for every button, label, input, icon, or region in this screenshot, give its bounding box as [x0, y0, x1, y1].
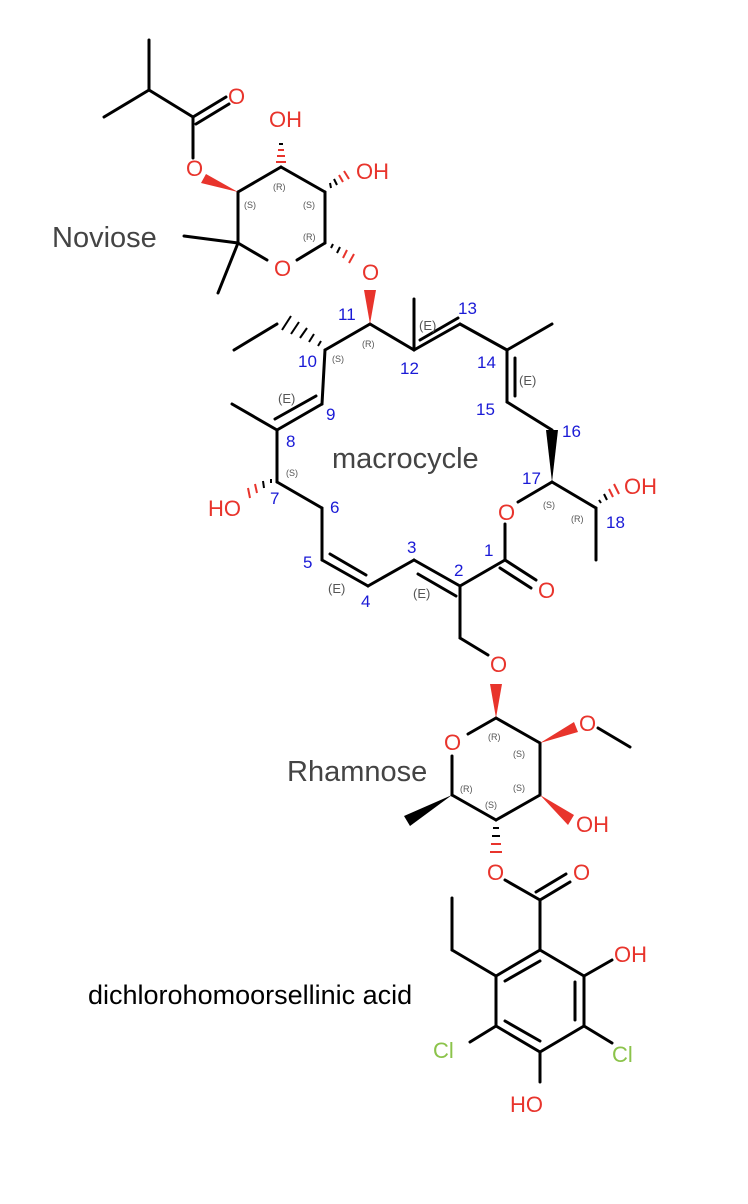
stereo-noviose-r2: (R)	[303, 232, 316, 242]
stereo-c7: (S)	[286, 468, 298, 478]
stereo-c8-c9: (E)	[278, 391, 295, 406]
locant-17: 17	[522, 469, 541, 488]
atom-oh-c18: OH	[624, 474, 657, 499]
atom-o-aryl-carbonyl: O	[573, 860, 590, 885]
stereo-c17: (S)	[543, 500, 555, 510]
atom-o-ch2: O	[490, 652, 507, 677]
locant-1: 1	[484, 541, 493, 560]
stereo-noviose-r1: (R)	[273, 182, 286, 192]
stereo-c10: (S)	[332, 354, 344, 364]
atom-o-rhamnose-ring: O	[444, 730, 461, 755]
locant-6: 6	[330, 498, 339, 517]
stereo-c14-c15: (E)	[519, 373, 536, 388]
atom-labels: O OH OH O O O O OH HO O O O O OH O O OH …	[186, 84, 657, 1117]
locant-7: 7	[270, 489, 279, 508]
stereo-bonds	[201, 143, 620, 853]
label-macrocycle: macrocycle	[332, 443, 479, 475]
atom-o-methoxy: O	[579, 711, 596, 736]
stereo-rhamnose-s2: (S)	[513, 783, 525, 793]
stereo-rhamnose-r1: (R)	[488, 732, 501, 742]
locant-11: 11	[338, 305, 356, 324]
atom-cl-right: Cl	[612, 1042, 633, 1067]
atom-cl-left: Cl	[433, 1038, 454, 1063]
locant-5: 5	[303, 553, 312, 572]
atom-o-glycosidic-top: O	[362, 260, 379, 285]
atom-oh-aryl-bottom: HO	[510, 1092, 543, 1117]
locant-12: 12	[400, 359, 419, 378]
stereo-noviose-s2: (S)	[303, 200, 315, 210]
locant-3: 3	[407, 538, 416, 557]
locant-16: 16	[562, 422, 581, 441]
bonds	[102, 38, 632, 1084]
atom-o-noviose-ring: O	[274, 256, 291, 281]
atom-o-lactone: O	[498, 500, 515, 525]
stereo-c4-c5: (E)	[328, 581, 345, 596]
locants: 1 2 3 4 5 6 7 8 9 10 11 12 13 14 15 16 1…	[270, 299, 625, 611]
stereo-c12-c13: (E)	[419, 318, 436, 333]
atom-oh-noviose-right: OH	[356, 159, 389, 184]
stereo-descriptors: (R) (S) (S) (R) (R) (S) (E) (E) (E) (S) …	[244, 182, 584, 810]
stereo-noviose-s1: (S)	[244, 200, 256, 210]
atom-o-c1-carbonyl: O	[538, 578, 555, 603]
atom-o-rhamnose-ester: O	[487, 860, 504, 885]
locant-18: 18	[606, 513, 625, 532]
stereo-rhamnose-s3: (S)	[485, 800, 497, 810]
atom-oh-rhamnose: OH	[576, 812, 609, 837]
stereo-c11: (R)	[362, 339, 375, 349]
stereo-rhamnose-r2: (R)	[460, 784, 473, 794]
locant-13: 13	[458, 299, 477, 318]
atom-oh-aryl-top: OH	[614, 942, 647, 967]
atom-oh-noviose-top: OH	[269, 107, 302, 132]
locant-10: 10	[298, 352, 317, 371]
stereo-c18: (R)	[571, 514, 584, 524]
label-rhamnose: Rhamnose	[287, 756, 427, 788]
locant-14: 14	[477, 353, 496, 372]
region-labels: Noviose macrocycle Rhamnose dichlorohomo…	[52, 222, 479, 1010]
stereo-c2-c3: (E)	[413, 586, 430, 601]
label-noviose: Noviose	[52, 222, 157, 254]
locant-8: 8	[286, 432, 295, 451]
locant-9: 9	[326, 405, 335, 424]
atom-o-isobutyryl-carbonyl: O	[228, 84, 245, 109]
stereo-rhamnose-s1: (S)	[513, 749, 525, 759]
locant-2: 2	[454, 561, 463, 580]
locant-4: 4	[361, 592, 370, 611]
atom-oh-c7: HO	[208, 496, 241, 521]
atom-o-noviose-acyl: O	[186, 156, 203, 181]
label-dichlorohomoorsellinic-acid: dichlorohomoorsellinic acid	[88, 980, 412, 1010]
locant-15: 15	[476, 400, 495, 419]
